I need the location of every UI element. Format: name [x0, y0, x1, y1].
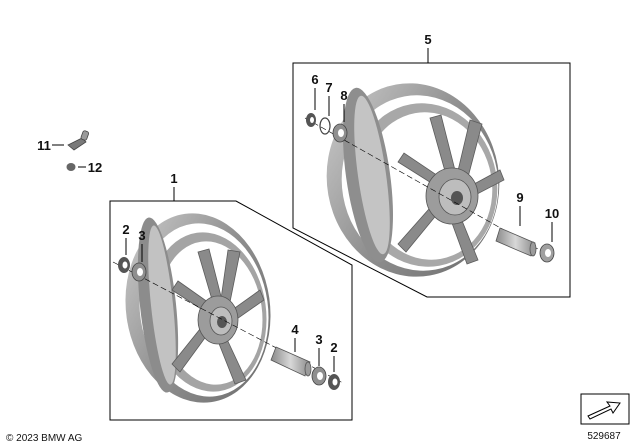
- callout-3-right: 3: [315, 332, 322, 347]
- rear-wheel-group: [292, 48, 571, 298]
- rear-bearing-10: [539, 243, 555, 263]
- leader-lines: [125, 88, 553, 372]
- callout-10: 10: [545, 206, 559, 221]
- rear-spacer-6: [306, 113, 316, 127]
- callout-labels: 1 2 3 4 3 2 5 6 7 8 9 10 11 12: [37, 32, 559, 355]
- flat-arrow-icon: [580, 393, 630, 425]
- callout-6: 6: [311, 72, 318, 87]
- callout-3-left: 3: [138, 228, 145, 243]
- callout-2-left: 2: [122, 222, 129, 237]
- rear-bearing-8: [332, 123, 348, 143]
- front-wheel-frame: [109, 200, 353, 421]
- callout-4: 4: [291, 322, 299, 337]
- rear-circlip-7: [319, 117, 331, 135]
- front-bearing-3-right: [311, 366, 327, 386]
- callout-11: 11: [37, 138, 51, 153]
- diagram-number: 529687: [587, 431, 621, 442]
- rear-wheel-hub: [425, 167, 479, 225]
- front-axle-sleeve-4: [270, 346, 312, 377]
- callout-5: 5: [424, 32, 431, 47]
- callout-7: 7: [325, 80, 332, 95]
- callout-8: 8: [340, 88, 347, 103]
- front-spacer-2-right: [328, 374, 340, 390]
- rear-axle-sleeve-9: [495, 227, 537, 257]
- callout-12: 12: [88, 160, 102, 175]
- front-spacer-2-left: [118, 257, 130, 273]
- rear-wheel-frame: [292, 62, 571, 298]
- front-wheel-hub: [197, 295, 239, 345]
- front-wheel-group: [109, 187, 353, 421]
- valve-cap-12: [66, 163, 86, 171]
- callout-9: 9: [516, 190, 523, 205]
- callout-2-right: 2: [330, 340, 337, 355]
- callout-1: 1: [170, 171, 177, 186]
- valve-stem-11: [52, 130, 90, 151]
- copyright-text: © 2023 BMW AG: [6, 433, 83, 444]
- front-bearing-3-left: [131, 262, 147, 282]
